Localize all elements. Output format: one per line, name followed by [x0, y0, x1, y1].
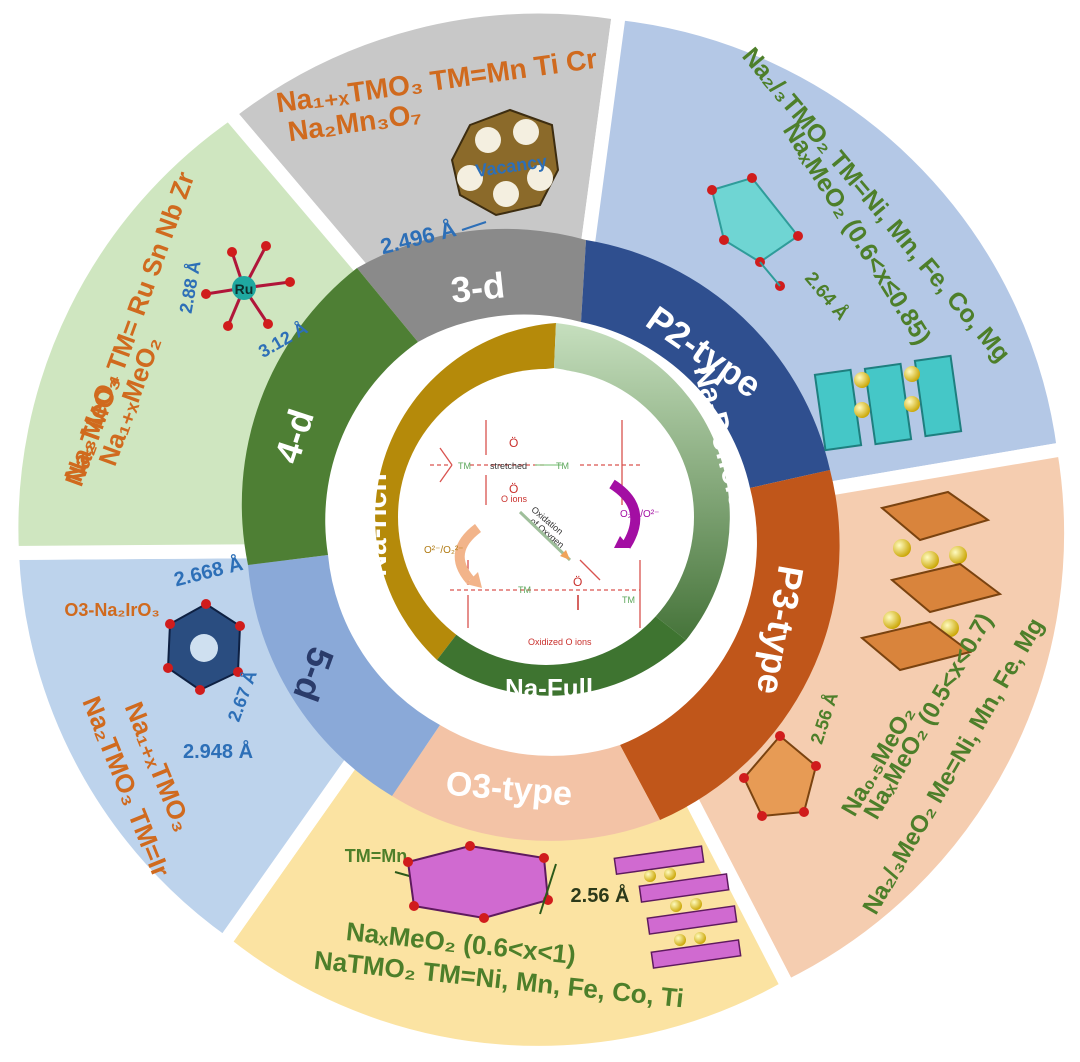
na-rich-label: Na-rich — [360, 473, 393, 576]
svg-text:Ö: Ö — [509, 436, 518, 450]
redox-right: O₂²⁻/O²⁻ — [620, 509, 659, 520]
o3-tm-label: TM=Mn — [345, 846, 408, 866]
redox-left: O²⁻/O₂²⁻ — [424, 545, 463, 556]
p3-layered-structure — [859, 490, 1003, 672]
d5-distance-3: 2.948 Å — [183, 739, 253, 763]
band-p2 — [581, 240, 830, 488]
middle-ring — [241, 228, 840, 841]
tm-label-4: TM — [622, 595, 635, 605]
o3-layered-structure — [613, 845, 742, 969]
d5-label: O3-Na₂IrO₃ — [64, 600, 159, 620]
band-p3 — [620, 470, 840, 820]
p2-prism-structure — [707, 173, 803, 291]
center-disc — [398, 369, 694, 665]
tm-label-3: TM — [518, 585, 531, 595]
o3-distance: 2.56 Å — [571, 883, 630, 907]
oxidized-label: Oxidized O ions — [528, 637, 592, 647]
stretched-label: stretched — [490, 461, 527, 471]
tm-label-1: TM — [458, 461, 471, 471]
band-3d-label: 3-d — [449, 264, 507, 310]
svg-text:Ö: Ö — [573, 575, 582, 589]
na-full-label: Na-Full — [505, 673, 593, 703]
band-4d — [241, 268, 418, 565]
band-5d — [248, 555, 440, 796]
p3-octahedron — [739, 731, 821, 821]
band-o3 — [392, 725, 660, 841]
d3-vacancy-structure — [450, 108, 560, 217]
svg-text:Ö: Ö — [509, 482, 518, 496]
d4-ru-label: Ru — [235, 281, 254, 297]
inner-ring — [375, 323, 730, 696]
band-3d — [357, 228, 586, 342]
o3-octahedra — [403, 841, 553, 923]
tm-label-2: TM — [556, 461, 569, 471]
o-ions-label: O ions — [501, 494, 528, 504]
d5-ir-structure — [163, 599, 245, 695]
p2-layered-structure — [813, 354, 963, 452]
d4-ru-structure — [201, 241, 295, 331]
